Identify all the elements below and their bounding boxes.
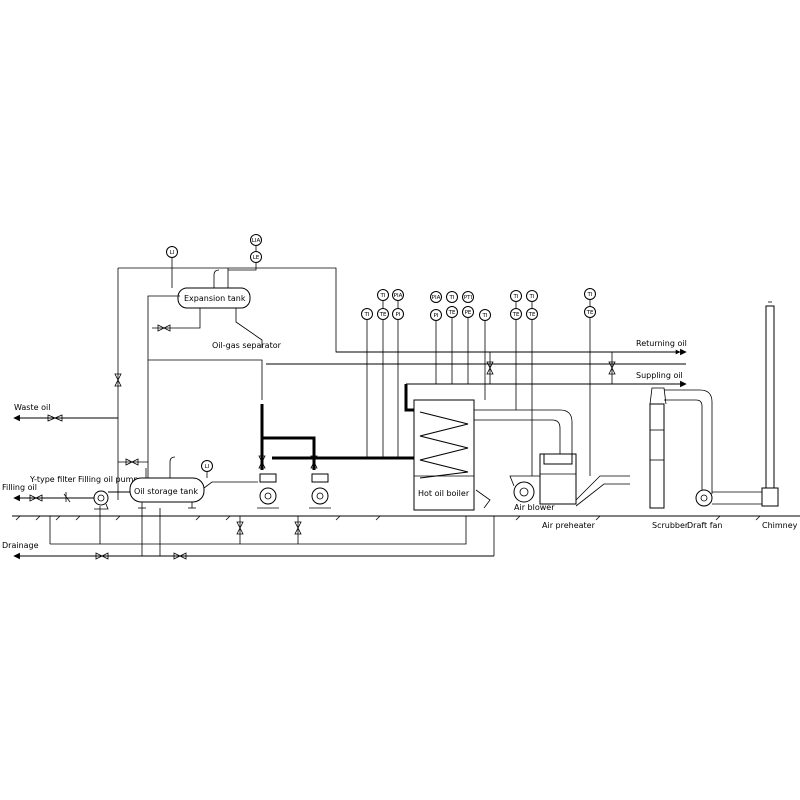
- instrument-tag: TI: [587, 292, 593, 298]
- instrument-tag: TE: [528, 312, 536, 318]
- instrument-tag: PTI: [464, 295, 473, 301]
- instrument-tag: TI: [364, 312, 370, 318]
- instrument-group-3: TI TI TE TE: [510, 290, 538, 476]
- air-preheater-label: Air preheater: [542, 521, 596, 530]
- instrument-tag: PIA: [432, 295, 441, 301]
- scrubber: Scrubber: [649, 387, 713, 530]
- drainage-label: Drainage: [2, 541, 39, 550]
- instrument-tag: PIA: [394, 293, 403, 299]
- filling-oil-pump-label: Filling oil pump: [78, 475, 139, 484]
- air-blower-label: Air blower: [514, 503, 555, 512]
- instrument-group-1: TI PIA TI TE PI: [361, 289, 404, 458]
- expansion-level-alarm: LIA LE: [228, 234, 262, 271]
- filling-oil-line: Filling oil Y-type filter Filling oil pu…: [2, 475, 139, 510]
- valve-icon[interactable]: [173, 552, 187, 560]
- circulation-pump-1: [257, 473, 279, 509]
- instrument-tag: LIA: [252, 238, 261, 244]
- air-preheater: Air preheater: [539, 453, 630, 530]
- filling-oil-label: Filling oil: [2, 483, 37, 492]
- suppling-oil-label: Suppling oil: [636, 371, 683, 380]
- instrument-tag: TE: [379, 312, 387, 318]
- filling-oil-pump-icon: [93, 490, 109, 510]
- waste-oil-line: Waste oil: [13, 403, 118, 422]
- valve-icon[interactable]: [236, 521, 244, 535]
- instrument-tag: LE: [253, 255, 260, 261]
- instrument-tag: PI: [396, 312, 401, 318]
- chimney-label: Chimney: [762, 521, 798, 530]
- returning-oil-line: Returning oil: [336, 339, 687, 356]
- scrubber-label: Scrubber: [652, 521, 689, 530]
- draft-fan: Draft fan: [687, 489, 762, 530]
- instrument-tag: PI: [434, 313, 439, 319]
- valve-icon[interactable]: [157, 324, 171, 332]
- circulation-piping: [260, 384, 414, 470]
- returning-oil-label: Returning oil: [636, 339, 687, 348]
- waste-oil-label: Waste oil: [14, 403, 50, 412]
- air-blower: Air blower: [509, 475, 555, 512]
- instrument-tag: TE: [448, 310, 456, 316]
- instrument-tag: TI: [482, 313, 488, 319]
- expansion-tank: Expansion tank: [177, 268, 251, 316]
- instrument-group-2: PIA TI PTI PI TE PE TI: [430, 291, 491, 400]
- oil-gas-separator-label: Oil-gas separator: [212, 341, 282, 350]
- draft-fan-label: Draft fan: [687, 521, 723, 530]
- expansion-level-indicator: LI: [166, 246, 178, 288]
- chimney: Chimney: [761, 301, 798, 530]
- suppling-oil-line: Suppling oil: [266, 352, 687, 388]
- pump-valves: [236, 455, 318, 535]
- valve-icon[interactable]: [294, 521, 302, 535]
- expansion-tank-label: Expansion tank: [184, 294, 246, 303]
- ground-line: [12, 515, 800, 521]
- hot-oil-boiler: Hot oil boiler: [413, 399, 573, 511]
- circulation-pump-2: [309, 473, 331, 509]
- valve-icon[interactable]: [310, 455, 318, 469]
- valve-icon[interactable]: [47, 414, 63, 422]
- instrument-tag: LI: [205, 464, 210, 470]
- oil-storage-tank: Oil storage tank: [129, 456, 205, 509]
- instrument-tag: LI: [170, 250, 175, 256]
- valve-icon[interactable]: [95, 552, 109, 560]
- instrument-tag: TE: [586, 310, 594, 316]
- valve-icon[interactable]: [608, 361, 616, 375]
- oil-storage-tank-label: Oil storage tank: [134, 487, 198, 496]
- hot-oil-boiler-label: Hot oil boiler: [418, 489, 470, 498]
- instrument-tag: PE: [465, 310, 472, 316]
- instrument-tag: TI: [380, 293, 386, 299]
- instrument-tag: TI: [529, 294, 535, 300]
- y-type-filter-icon: [63, 492, 71, 503]
- valve-icon[interactable]: [486, 361, 494, 375]
- instrument-group-4: TI TE: [584, 288, 596, 476]
- y-type-filter-label: Y-type filter: [29, 475, 77, 484]
- storage-to-pump-line: [203, 481, 258, 489]
- drainage-line: Drainage: [2, 506, 495, 560]
- storage-level-indicator: LI: [201, 460, 213, 478]
- valve-icon[interactable]: [29, 494, 43, 502]
- valve-icon[interactable]: [125, 458, 139, 466]
- instrument-tag: TI: [513, 294, 519, 300]
- valve-icon[interactable]: [114, 373, 122, 387]
- instrument-tag: TE: [512, 312, 520, 318]
- instrument-tag: TI: [449, 295, 455, 301]
- valve-icon[interactable]: [258, 455, 266, 469]
